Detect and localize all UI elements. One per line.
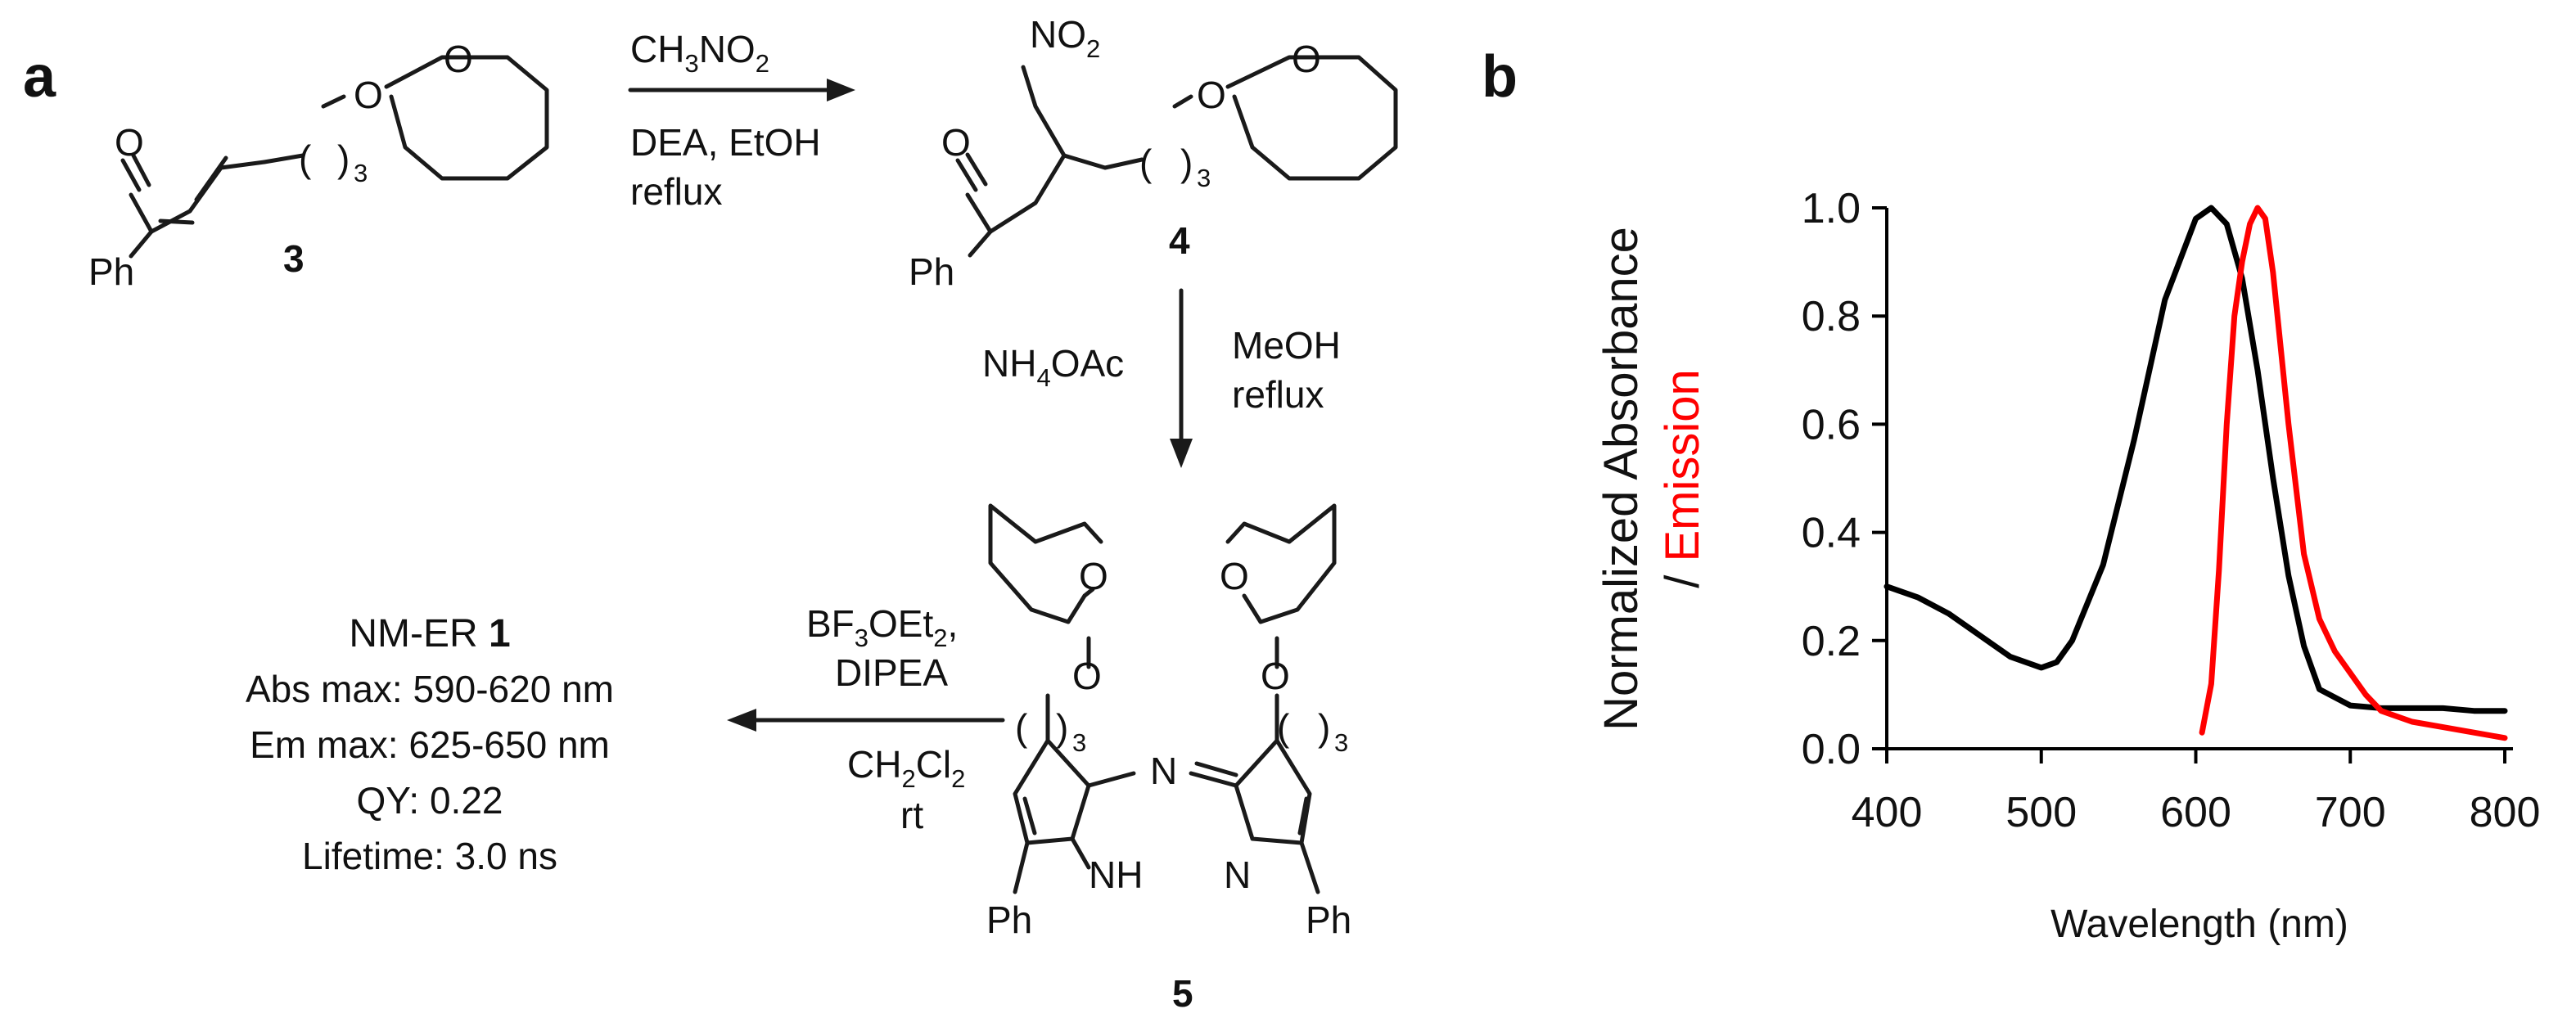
- step3-reagent-line4: rt: [900, 794, 923, 836]
- compound-4-ph: Ph: [909, 250, 954, 293]
- compound-5-label: 5: [1172, 972, 1193, 1015]
- product-lifetime: Lifetime: 3.0 ns: [302, 835, 557, 877]
- compound-3-repeat: 3: [354, 159, 368, 187]
- compound-5-right-ph: Ph: [1306, 899, 1351, 941]
- step2-reagent-right2: reflux: [1232, 373, 1324, 416]
- compound-5-ring-n: N: [1224, 854, 1251, 896]
- step2-arrowhead: [1170, 439, 1193, 468]
- x-axis-label: Wavelength (nm): [2050, 903, 2348, 946]
- compound-3-paren-open: (: [299, 137, 312, 180]
- panel-a-label: a: [23, 44, 56, 110]
- step1-reagent: CH3NO2: [630, 28, 769, 78]
- product-name: NM-ER 1: [349, 612, 510, 655]
- y-tick-label: 0.8: [1802, 293, 1861, 340]
- compound-3-label: 3: [283, 237, 305, 280]
- compound-5-structure: [988, 503, 1337, 894]
- compound-5-right-repeat: 3: [1334, 728, 1348, 757]
- compound-5-left-paren-close: ): [1056, 706, 1068, 749]
- step3-arrowhead: [727, 709, 756, 732]
- compound-5-left-ph: Ph: [986, 899, 1032, 941]
- compound-5-bridge-n: N: [1150, 750, 1177, 792]
- compound-5-left-paren-open: (: [1015, 706, 1028, 749]
- step3-reagent-line1: BF3OEt2,: [806, 602, 958, 652]
- absorbance-series-line: [1884, 205, 2508, 714]
- product-abs-max: Abs max: 590-620 nm: [246, 668, 614, 710]
- compound-4-carbonyl-o: O: [941, 121, 971, 164]
- compound-5-right-ring-o: O: [1220, 555, 1249, 597]
- step2-reagent-right1: MeOH: [1232, 324, 1341, 367]
- x-tick-label: 400: [1852, 789, 1923, 836]
- x-tick-label: 600: [2160, 789, 2231, 836]
- compound-5-right-paren-close: ): [1318, 706, 1330, 749]
- emission-series-line: [2199, 205, 2508, 741]
- product-em-max: Em max: 625-650 nm: [250, 723, 610, 766]
- product-summary: NM-ER 1 Abs max: 590-620 nm Em max: 625-…: [246, 612, 614, 877]
- compound-4-ring-o: O: [1292, 38, 1321, 80]
- panel-b-label: b: [1482, 44, 1518, 110]
- compound-3-ether-o: O: [354, 74, 383, 116]
- compound-5-right-paren-open: (: [1277, 706, 1290, 749]
- compound-5-left-ring-o: O: [1079, 555, 1108, 597]
- y-axis-label: Normalized Absorbance: [1595, 227, 1648, 731]
- y-axis-label-emission: Emission: [1656, 369, 1709, 561]
- compound-3-ph: Ph: [88, 250, 134, 293]
- x-tick-label: 700: [2315, 789, 2386, 836]
- step3-reagent-line2: DIPEA: [835, 651, 948, 694]
- step2-reagent-left: NH4OAc: [982, 342, 1124, 392]
- compound-3-ring-o: O: [444, 38, 473, 80]
- step1-conditions-line3: reflux: [630, 170, 722, 213]
- compound-5-left-ether-o: O: [1072, 655, 1102, 697]
- y-tick-label: 0.6: [1802, 401, 1861, 448]
- compound-4-paren-close: ): [1180, 142, 1193, 184]
- spectra-chart: 0.0 0.2 0.4 0.6 0.8 1.0 400 500 600 700 800 Wavel…: [1595, 185, 2540, 946]
- compound-4-no2: NO2: [1030, 13, 1100, 63]
- compound-3-structure: [120, 55, 549, 259]
- y-tick-label: 0.2: [1802, 618, 1861, 665]
- compound-5-nh: NH: [1089, 854, 1143, 896]
- step1-arrowhead: [827, 79, 855, 101]
- compound-4-structure: [955, 55, 1398, 258]
- y-tick-label: 0.0: [1802, 726, 1861, 773]
- x-tick-label: 800: [2470, 789, 2541, 836]
- compound-3-paren-close: ): [337, 137, 350, 180]
- x-tick-label: 500: [2005, 789, 2077, 836]
- y-axis-label-part2: / Emission: [1656, 369, 1709, 588]
- y-tick-label: 1.0: [1802, 185, 1861, 232]
- compound-5-right-ether-o: O: [1261, 655, 1290, 697]
- compound-4-repeat: 3: [1197, 164, 1211, 192]
- y-tick-label: 0.4: [1802, 510, 1861, 557]
- compound-4-label: 4: [1169, 219, 1190, 262]
- compound-4-paren-open: (: [1139, 142, 1153, 184]
- compound-5-left-repeat: 3: [1072, 728, 1086, 757]
- step1-conditions-line2: DEA, EtOH: [630, 121, 821, 164]
- compound-4-ether-o: O: [1197, 74, 1226, 116]
- product-qy: QY: 0.22: [356, 779, 503, 822]
- step3-reagent-line3: CH2Cl2: [847, 743, 965, 793]
- compound-3-carbonyl-o: O: [115, 121, 144, 164]
